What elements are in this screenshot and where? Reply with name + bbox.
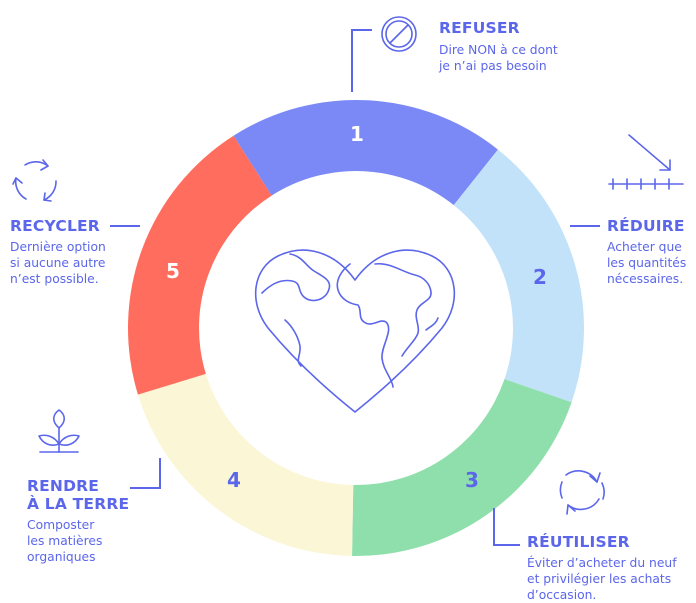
desc-line: Dernière option: [10, 240, 106, 254]
desc-line: et privilégier les achats: [527, 572, 672, 586]
desc-line: organiques: [27, 550, 96, 564]
ring-segments: [127, 99, 584, 556]
desc-refuser: Dire NON à ce dont je n’ai pas besoin: [439, 42, 558, 74]
desc-line: Dire NON à ce dont: [439, 43, 558, 57]
connector-refuser: [351, 29, 372, 92]
ring-segment-3: [352, 379, 572, 556]
title-refuser: REFUSER: [439, 19, 520, 37]
title-reduire: RÉDUIRE: [607, 217, 685, 235]
title-rendre-line-2: À LA TERRE: [27, 495, 130, 513]
label-reutiliser: RÉUTILISER Éviter d’acheter du neuf et p…: [527, 533, 677, 603]
label-refuser: REFUSER Dire NON à ce dont je n’ai pas b…: [439, 19, 558, 74]
step-number-1: 1: [350, 122, 364, 146]
desc-reduire: Acheter que les quantités nécessaires.: [607, 239, 686, 287]
desc-rendre: Composter les matières organiques: [27, 517, 129, 565]
sprout-icon: [38, 409, 80, 453]
desc-line: d’occasion.: [527, 588, 597, 602]
desc-reutiliser: Éviter d’acheter du neuf et privilégier …: [527, 555, 677, 603]
reuse-cycle-icon: [559, 470, 605, 515]
no-entry-icon: [381, 16, 417, 52]
label-rendre-a-la-terre: RENDRE À LA TERRE Composter les matières…: [27, 477, 129, 565]
desc-line: Éviter d’acheter du neuf: [527, 556, 677, 570]
desc-line: Acheter que: [607, 240, 682, 254]
title-recycler: RECYCLER: [10, 217, 100, 235]
label-recycler: RECYCLER Dernière option si aucune autre…: [10, 217, 106, 287]
title-rendre-line-1: RENDRE: [27, 477, 100, 495]
ring-segment-2: [453, 149, 584, 403]
desc-line: je n’ai pas besoin: [439, 59, 547, 73]
label-reduire: RÉDUIRE Acheter que les quantités nécess…: [607, 217, 686, 287]
desc-recycler: Dernière option si aucune autre n’est po…: [10, 239, 106, 287]
ring-segment-5: [127, 135, 272, 395]
desc-line: Composter: [27, 518, 95, 532]
title-reutiliser: RÉUTILISER: [527, 533, 630, 551]
connector-rendre: [130, 458, 161, 489]
desc-line: les matières: [27, 534, 103, 548]
desc-line: les quantités: [607, 256, 687, 270]
desc-line: si aucune autre: [10, 256, 106, 270]
reduce-arrow-icon: [608, 134, 684, 190]
step-number-3: 3: [465, 468, 479, 492]
step-number-4: 4: [227, 468, 241, 492]
recycle-icon: [12, 159, 57, 202]
step-number-2: 2: [533, 265, 547, 289]
desc-line: n’est possible.: [10, 272, 99, 286]
step-number-5: 5: [166, 259, 180, 283]
ring-segment-1: [233, 99, 498, 206]
desc-line: nécessaires.: [607, 272, 684, 286]
earth-heart-icon: [254, 249, 456, 413]
connector-reutiliser: [493, 508, 520, 546]
ring-segment-4: [137, 373, 354, 556]
